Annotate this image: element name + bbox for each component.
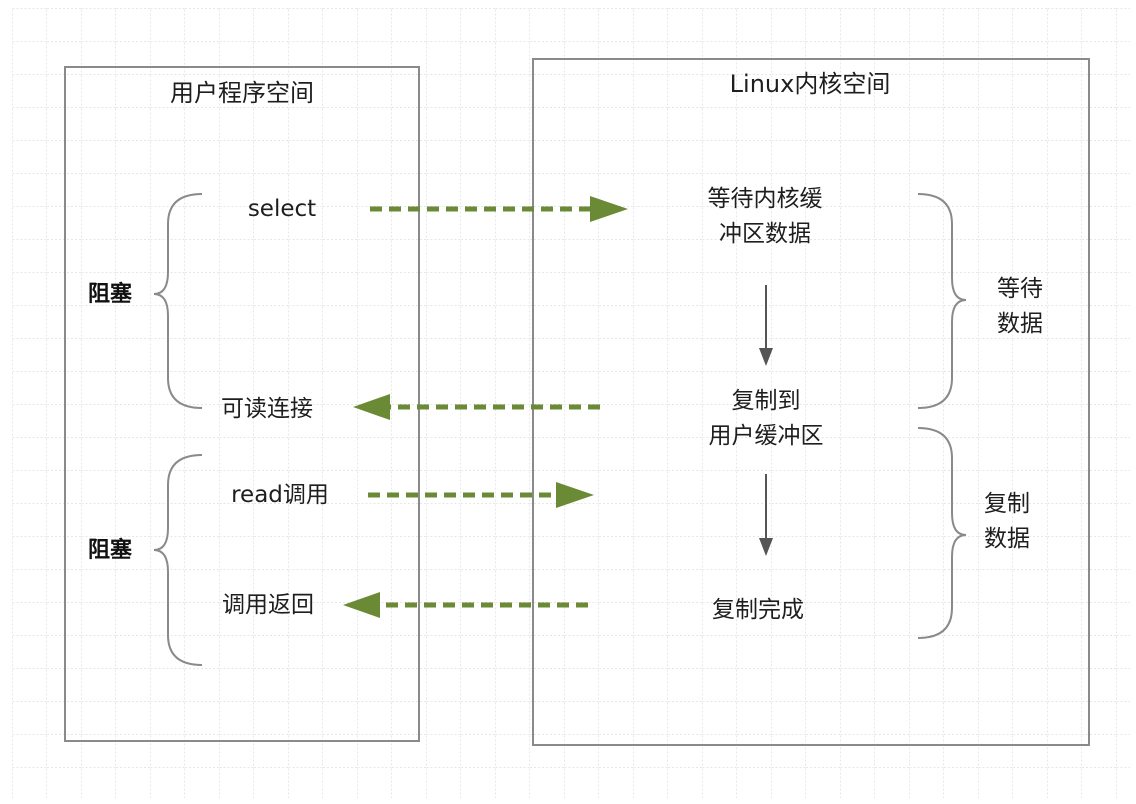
blocking-label-2: 阻塞 xyxy=(88,537,133,563)
copy-to-done-arrowhead xyxy=(759,538,773,556)
copy-to-user-line1: 复制到 xyxy=(732,388,801,414)
blocking-label-1: 阻塞 xyxy=(88,281,133,307)
copy-data-line2: 数据 xyxy=(984,526,1030,552)
read-call-arrowhead xyxy=(556,482,594,508)
copy-data-brace xyxy=(917,427,967,639)
grid-background xyxy=(12,8,1130,798)
copy-complete-label: 复制完成 xyxy=(712,597,804,623)
call-return-arrowhead xyxy=(343,592,380,618)
wait-data-brace xyxy=(917,193,967,409)
kernel-space-title: Linux内核空间 xyxy=(730,70,891,98)
wait-kernel-buffer-line2: 冲区数据 xyxy=(719,221,811,247)
blocking-brace-1 xyxy=(153,193,203,409)
user-space-title: 用户程序空间 xyxy=(170,79,314,107)
readable-return-arrowhead xyxy=(353,394,390,420)
wait-data-line1: 等待 xyxy=(997,276,1043,302)
copy-data-line1: 复制 xyxy=(984,491,1030,517)
wait-kernel-buffer-line1: 等待内核缓 xyxy=(708,186,823,212)
user-space-box xyxy=(64,66,420,742)
kernel-space-box xyxy=(532,58,1090,746)
read-call-label: read调用 xyxy=(231,482,329,508)
copy-to-user-line2: 用户缓冲区 xyxy=(709,423,824,449)
blocking-brace-2 xyxy=(153,454,203,666)
call-return-label: 调用返回 xyxy=(222,592,314,618)
select-label: select xyxy=(248,196,316,222)
wait-to-copy-arrowhead xyxy=(759,348,773,366)
wait-data-line2: 数据 xyxy=(997,311,1043,337)
readable-connection-label: 可读连接 xyxy=(221,396,313,422)
select-call-arrowhead xyxy=(590,196,628,222)
